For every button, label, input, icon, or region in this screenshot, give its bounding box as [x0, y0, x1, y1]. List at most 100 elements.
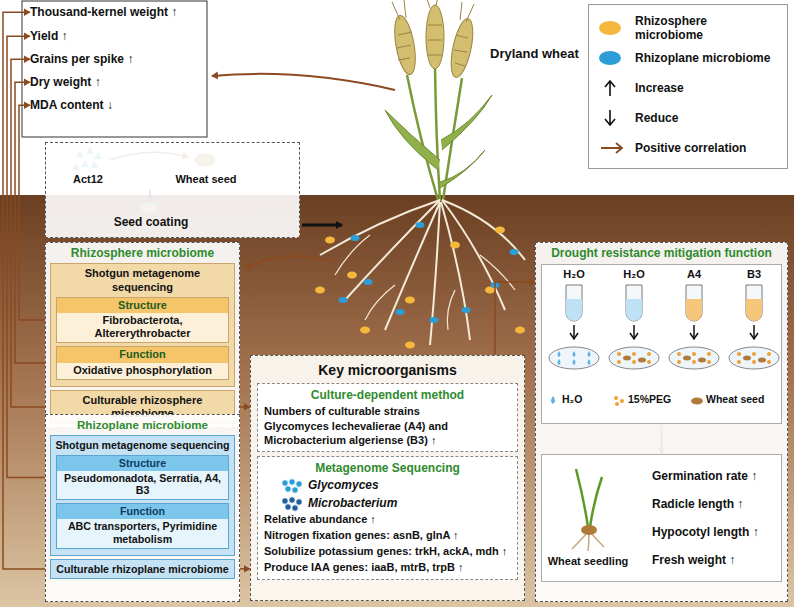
- water-drop: [588, 351, 591, 357]
- microbe-dot: [285, 503, 291, 509]
- node-text: Wheat seed: [706, 393, 781, 406]
- outcome-frame: [22, 1, 207, 137]
- legend-symbol: [599, 138, 625, 158]
- outcome-text: Grains per spike ↑: [30, 52, 202, 66]
- node-heading: Structure: [57, 456, 228, 471]
- legend-swatch: [599, 51, 621, 65]
- node-text: Nitrogen fixation genes: asnB, glnA ↑: [264, 529, 511, 542]
- culturable-box: Culturable rhizoplane microbiome: [50, 559, 235, 580]
- node-heading: Metagenome Sequencing: [264, 461, 511, 475]
- microbe-icon: [280, 478, 304, 494]
- node-text: Radicle length ↑: [652, 497, 782, 511]
- node-heading: Shotgun metagenome sequencing: [54, 267, 231, 293]
- seedling-drawing: [542, 455, 642, 555]
- seed: [623, 356, 631, 361]
- node-heading: Rhizosphere microbiome: [49, 246, 236, 260]
- water-drop: [558, 359, 561, 365]
- microbe-icon: [280, 496, 304, 512]
- node-text: Pseudomonadota, Serratia, A4, B3: [57, 472, 228, 498]
- node-text: Numbers of culturable strains: [264, 405, 511, 418]
- test-tube: [746, 285, 762, 321]
- function-box: FunctionABC transporters, Pyrimidine met…: [56, 503, 229, 548]
- node-heading: MDA content ↓: [30, 98, 202, 112]
- petri-dish: [669, 347, 719, 369]
- legend-box: Rhizosphere microbiomeRhizoplane microbi…: [588, 4, 788, 169]
- petri-dish: [729, 347, 779, 369]
- node-heading: H₂O: [552, 268, 596, 281]
- petri-dish: [549, 347, 599, 369]
- outcome-text: Yield ↑: [30, 29, 202, 43]
- peg-dot: [692, 352, 696, 356]
- seed: [691, 398, 703, 405]
- metagenome-panel: Shotgun metagenome sequencingStructurePs…: [50, 435, 235, 556]
- function-box: FunctionOxidative phosphorylation: [56, 346, 229, 379]
- metagenome-box: Metagenome SequencingGlycomycesMicrobact…: [257, 456, 518, 580]
- test-tube: [686, 285, 702, 321]
- node-text: Fibrobacterota, Altererythrobacter: [57, 314, 228, 340]
- peg-dot: [620, 399, 624, 403]
- peg-dot: [752, 352, 756, 356]
- down-arrow: [750, 325, 758, 339]
- seed: [698, 358, 706, 363]
- legend-row: Rhizoplane microbiome: [599, 43, 777, 73]
- node-text: A4: [672, 268, 716, 281]
- peg-dot: [617, 352, 621, 356]
- node-text: H₂O: [612, 268, 656, 281]
- tube-liquid: [566, 299, 582, 321]
- microbe-dot: [285, 486, 291, 492]
- legend-text: Rhizosphere microbiome: [635, 14, 777, 43]
- node-heading: Act12: [58, 173, 118, 186]
- seedling-results: Wheat seedlingGermination rate ↑Radicle …: [541, 454, 782, 582]
- rhizoplane-panel: Rhizoplane microbiomeShotgun metagenome …: [45, 414, 240, 602]
- peg-dot: [677, 352, 681, 356]
- legend-symbol: [599, 108, 625, 128]
- peg-dot: [617, 360, 621, 364]
- structure-box: StructurePseudomonadota, Serratia, A4, B…: [56, 455, 229, 500]
- node-text: 15%PEG: [628, 393, 683, 406]
- peg-dot: [647, 360, 651, 364]
- microbe-dot: [289, 496, 295, 502]
- legend-text: Increase: [635, 81, 684, 95]
- plant-arrow: [212, 74, 395, 90]
- metagenome-panel: Shotgun metagenome sequencingStructureFi…: [50, 263, 235, 386]
- test-tube: [626, 285, 642, 321]
- legend-row: Rhizosphere microbiome: [599, 13, 777, 43]
- node-text: Fresh weight ↑: [652, 553, 782, 567]
- peg-dot: [707, 352, 711, 356]
- plant-label: Dryland wheat: [490, 46, 579, 62]
- microbe-dot: [296, 481, 302, 487]
- connector: [495, 282, 535, 355]
- node-heading: Dry weight ↑: [30, 75, 202, 89]
- tube-liquid: [686, 299, 702, 321]
- down-arrow: [570, 325, 578, 339]
- node-text: B3: [732, 268, 776, 281]
- legend-row: Positive correlation: [599, 133, 777, 163]
- seedling-root: [572, 533, 604, 551]
- node-text: Glycomyces lechevalierae (A4) and Microb…: [264, 420, 511, 446]
- node-text: Wheat seed: [161, 173, 251, 186]
- key-microorganisms-panel: Key microorganismsCulture-dependent meth…: [250, 355, 525, 601]
- node-text: Relative abundance ↑: [264, 513, 511, 526]
- seed: [581, 525, 597, 535]
- peg-dot: [647, 352, 651, 356]
- node-text: Glycomyces: [280, 478, 511, 492]
- node-text: Oxidative phosphorylation: [57, 364, 228, 377]
- peg-dot: [692, 360, 696, 364]
- microbe-dot: [292, 487, 298, 493]
- peg-dot: [632, 360, 636, 364]
- legend-symbol: [599, 78, 625, 98]
- microbe-dot: [282, 497, 288, 503]
- microbe-dots: [315, 222, 525, 349]
- peg-dot: [752, 360, 756, 364]
- microbe-dot: [292, 504, 298, 510]
- node-heading: Thousand-kernel weight ↑: [30, 5, 202, 19]
- tube-liquid: [626, 299, 642, 321]
- node-heading: Shotgun metagenome sequencing: [54, 439, 231, 452]
- node-heading: Key microorganisms: [255, 362, 520, 379]
- seed: [743, 356, 751, 361]
- outcome-text: Thousand-kernel weight ↑: [30, 5, 202, 19]
- peg-dot: [614, 396, 618, 400]
- node-heading: Function: [57, 504, 228, 519]
- microbe-dot: [282, 480, 288, 486]
